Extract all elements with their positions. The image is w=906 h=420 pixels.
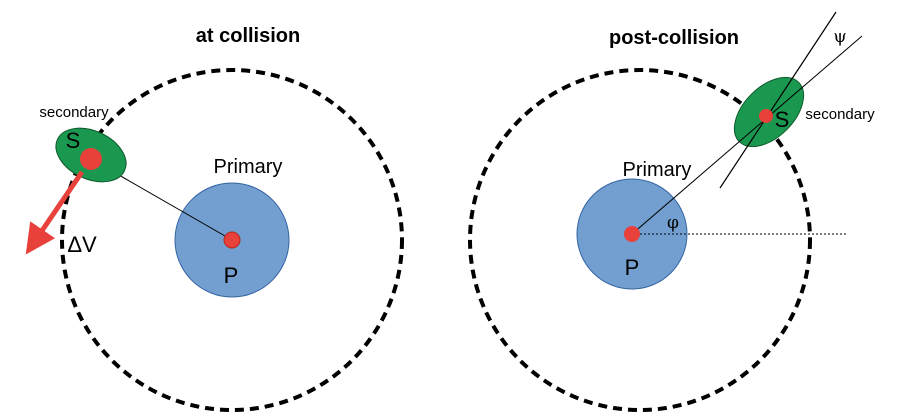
primary-center-label: P: [625, 255, 640, 280]
secondary-label: secondary: [805, 106, 875, 123]
primary-label: Primary: [623, 159, 692, 181]
panel-title: at collision: [196, 25, 300, 47]
panel-at-collision: at collision Primary P secondary S ΔV: [25, 25, 404, 412]
delta-v-arrow: [25, 170, 85, 255]
radial-line: [631, 35, 863, 235]
secondary-label: secondary: [39, 104, 109, 121]
panel-post-collision: post-collision Primary P φ ψ S secondary: [468, 11, 875, 412]
primary-label: Primary: [214, 156, 283, 178]
delta-v-label: ΔV: [67, 232, 97, 257]
secondary-axis-line: [719, 11, 837, 189]
primary-center-dot: [223, 231, 241, 249]
secondary-center-dot: [80, 148, 102, 170]
psi-angle-label: ψ: [833, 27, 846, 47]
orbit-circle: [60, 68, 404, 412]
secondary-center-dot: [759, 109, 773, 123]
secondary-center-label: S: [66, 128, 81, 153]
orbit-circle: [468, 68, 812, 412]
primary-center-dot: [624, 226, 640, 242]
panel-title: post-collision: [609, 27, 739, 49]
secondary-center-label: S: [775, 107, 790, 132]
phi-angle-label: φ: [667, 213, 679, 233]
primary-center-label: P: [224, 263, 239, 288]
